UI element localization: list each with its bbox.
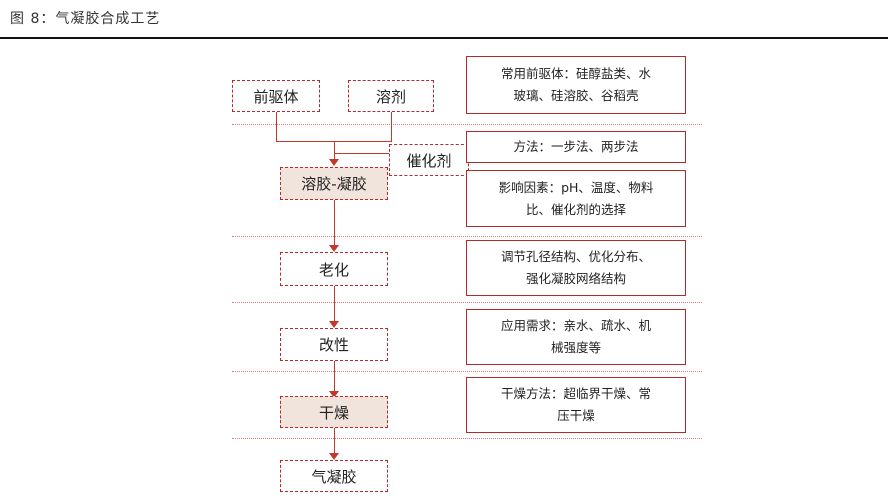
arrow-icon (329, 159, 339, 166)
connector-line (334, 361, 335, 391)
note-line: 干燥方法：超临界干燥、常 (500, 386, 651, 401)
figure-title: 图 8：气凝胶合成工艺 (10, 11, 161, 27)
note-line: 常用前驱体：硅醇盐类、水 (500, 66, 651, 81)
stage-separator (232, 124, 702, 125)
node-aging: 老化 (280, 252, 388, 286)
note-factors: 影响因素：pH、温度、物料 比、催化剂的选择 (466, 170, 686, 227)
arrow-icon (329, 391, 339, 398)
note-line: 玻璃、硅溶胶、谷稻壳 (513, 88, 639, 103)
connector-line (334, 428, 335, 453)
stage-separator (232, 371, 702, 372)
connector-line (334, 200, 335, 245)
note-method: 方法：一步法、两步法 (466, 131, 686, 163)
connector-line (391, 111, 392, 141)
stage-separator (232, 302, 702, 303)
connector-line (276, 111, 277, 141)
catalyst-connector-line (334, 153, 390, 154)
node-modification: 改性 (280, 328, 388, 361)
note-line: 械强度等 (550, 340, 601, 355)
connector-line (334, 141, 335, 159)
note-line: 方法：一步法、两步法 (513, 139, 639, 154)
connector-line (334, 286, 335, 321)
note-drying: 干燥方法：超临界干燥、常 压干燥 (466, 377, 686, 433)
node-solvent: 溶剂 (348, 80, 434, 112)
note-modification: 应用需求：亲水、疏水、机 械强度等 (466, 309, 686, 365)
node-sol-gel: 溶胶-凝胶 (280, 167, 388, 200)
node-drying: 干燥 (280, 396, 388, 428)
stage-separator (232, 236, 702, 237)
node-aerogel: 气凝胶 (280, 460, 388, 492)
arrow-icon (329, 245, 339, 252)
note-line: 调节孔径结构、优化分布、 (500, 249, 651, 264)
note-line: 比、催化剂的选择 (525, 201, 626, 217)
arrow-icon (329, 321, 339, 328)
note-aging: 调节孔径结构、优化分布、 强化凝胶网络结构 (466, 240, 686, 296)
node-catalyst: 催化剂 (389, 144, 469, 176)
note-line: 压干燥 (557, 408, 595, 423)
note-line: 强化凝胶网络结构 (525, 271, 626, 286)
note-line: 影响因素：pH、温度、物料 (498, 179, 654, 195)
node-precursor: 前驱体 (232, 80, 320, 112)
arrow-icon (329, 453, 339, 460)
stage-separator (232, 438, 702, 439)
note-line: 应用需求：亲水、疏水、机 (500, 318, 651, 333)
title-rule (0, 37, 888, 39)
note-precursors: 常用前驱体：硅醇盐类、水 玻璃、硅溶胶、谷稻壳 (466, 56, 686, 114)
